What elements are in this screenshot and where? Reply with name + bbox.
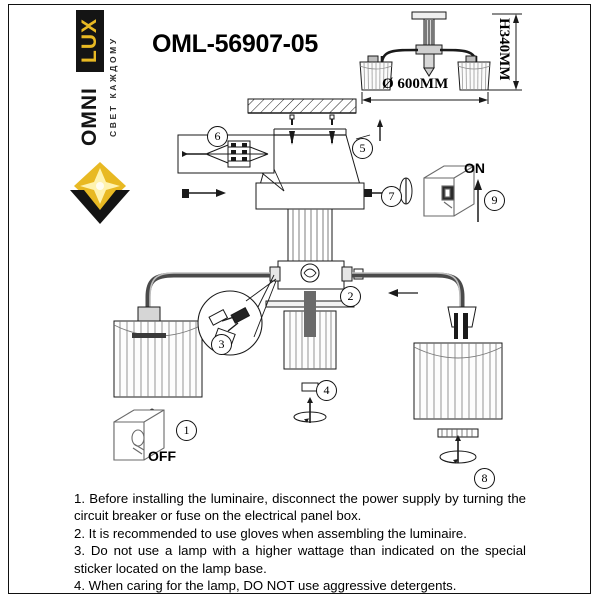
brand-logo: LUX OMNI СВЕТ КАЖДОМУ xyxy=(60,8,152,224)
width-dimension-label: Ø 600MM xyxy=(382,76,449,92)
diamond-chevron-emblem xyxy=(62,158,138,224)
switch-box-off-icon xyxy=(113,409,165,461)
height-dimension-label: H340MM xyxy=(496,18,512,81)
callout-7: 7 xyxy=(381,186,402,207)
callout-1: 1 xyxy=(176,420,197,441)
callout-9: 9 xyxy=(484,190,505,211)
callout-3: 3 xyxy=(211,334,232,355)
logo-wordmark: LUX OMNI xyxy=(64,8,116,168)
callout-6: 6 xyxy=(207,126,228,147)
callout-2: 2 xyxy=(340,286,361,307)
callout-4: 4 xyxy=(316,380,337,401)
page-title: OML-56907-05 xyxy=(152,30,318,58)
switch-on-label: ON xyxy=(464,160,485,176)
instruction-item-2: 2. It is recommended to use gloves when … xyxy=(74,525,467,541)
switch-on-arrow-icon xyxy=(474,179,482,222)
instruction-list: 1. Before installing the luminaire, disc… xyxy=(74,490,526,594)
switch-box-on-icon xyxy=(423,165,475,217)
product-elevation-drawing xyxy=(359,11,522,104)
assembly-exploded-diagram xyxy=(113,98,503,464)
instruction-item-4: 4. When caring for the lamp, DO NOT use … xyxy=(74,578,457,594)
lux-black-box xyxy=(76,10,104,72)
instruction-item-3: 3. Do not use a lamp with a higher watta… xyxy=(74,543,526,576)
instruction-item-1: 1. Before installing the luminaire, disc… xyxy=(74,491,526,524)
switch-off-label: OFF xyxy=(148,448,176,464)
callout-8: 8 xyxy=(474,468,495,489)
page-border xyxy=(8,4,591,594)
callout-5: 5 xyxy=(352,138,373,159)
brand-name-lux: LUX xyxy=(78,18,101,64)
